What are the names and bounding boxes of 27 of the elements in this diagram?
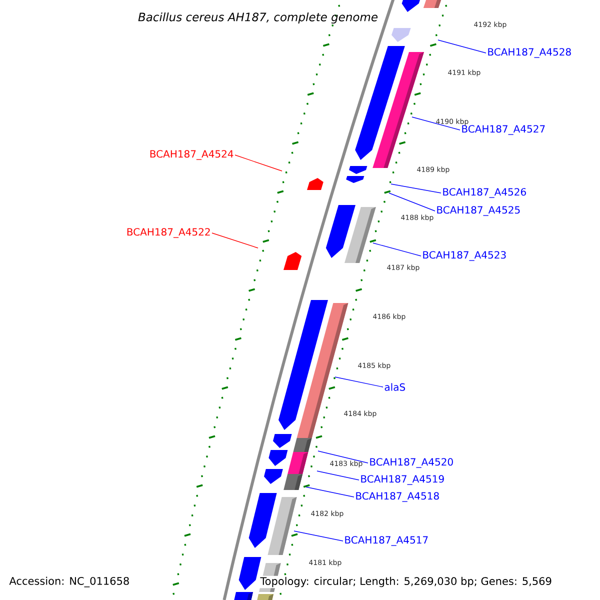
gene-label: BCAH187_A4526 (443, 188, 526, 198)
gene-label: BCAH187_A4524 (150, 150, 234, 160)
accession-note: Accession: NC_011658 (9, 576, 129, 588)
title: Bacillus cereus AH187, complete genome (138, 12, 378, 24)
gene-label: BCAH187_A4522 (127, 228, 210, 238)
leader-line (372, 242, 422, 256)
leader-line (294, 530, 344, 542)
gene-label: BCAH187_A4517 (345, 536, 428, 546)
genome-stats-note: Topology: circular; Length: 5,269,030 bp; Genes: 5,569 (259, 576, 553, 588)
leader-line (412, 116, 460, 130)
leader-line (390, 184, 442, 194)
gene-label: alaS (384, 383, 406, 391)
leader-line (234, 154, 282, 172)
gene-label: BCAH187_A4528 (488, 48, 571, 58)
leader-line (334, 376, 384, 388)
leader-line (212, 232, 258, 248)
gene-label: BCAH187_A4518 (356, 492, 439, 502)
gene-label: BCAH187_A4519 (361, 475, 444, 485)
leader-line (438, 40, 486, 54)
leader-line (316, 470, 360, 480)
gene-label: BCAH187_A4525 (437, 206, 520, 216)
leader-line (318, 450, 368, 464)
gene-label: BCAH187_A4523 (423, 251, 506, 261)
gene-label: BCAH187_A4520 (370, 458, 453, 468)
gene-label: BCAH187_A4527 (462, 125, 545, 135)
leader-line (306, 486, 354, 498)
leader-line (388, 192, 436, 212)
